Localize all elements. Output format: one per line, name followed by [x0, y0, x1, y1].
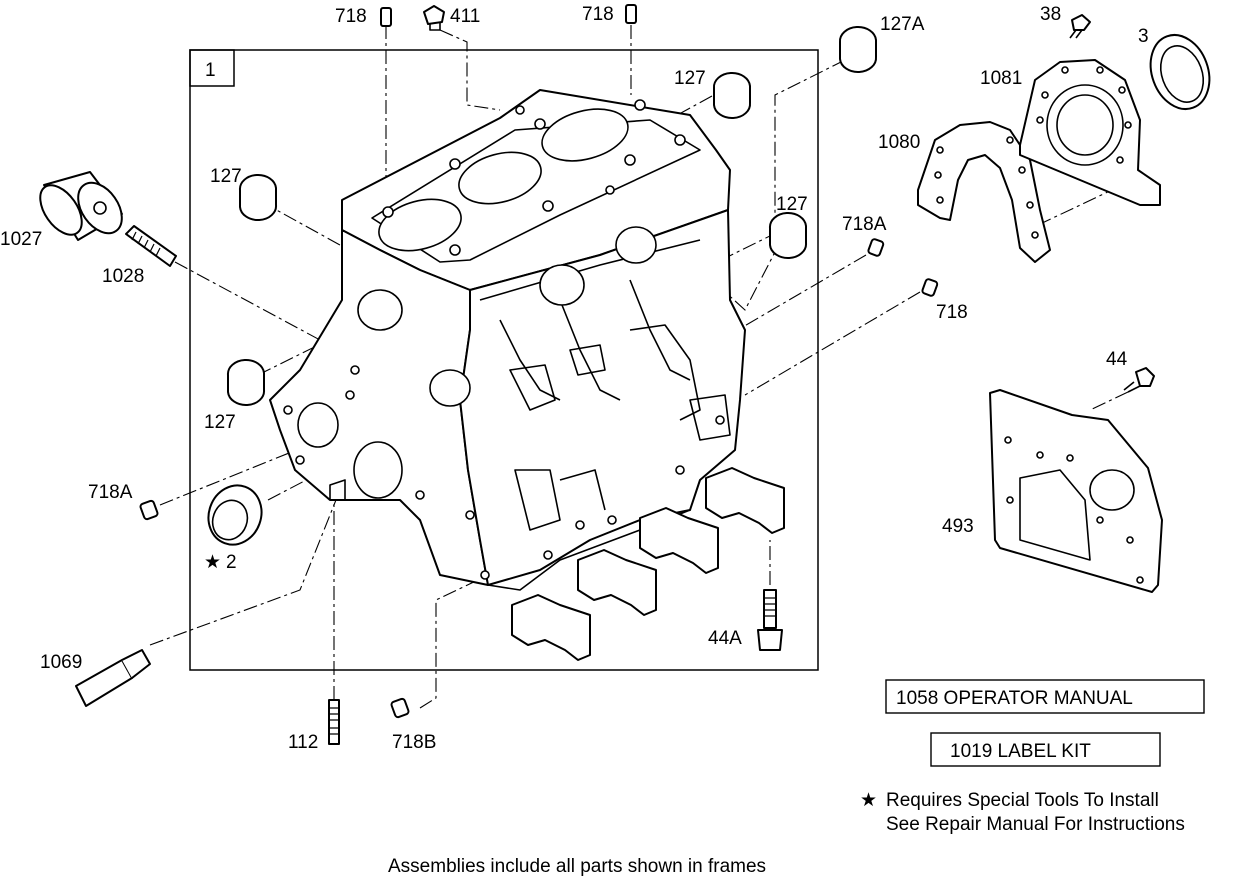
callout-127a: 127A [880, 14, 925, 35]
callout-3: 3 [1138, 26, 1149, 47]
callout-718-top-center: 718 [582, 4, 614, 25]
notes: ★ Requires Special Tools To Install See … [388, 790, 1185, 877]
callout-1027: 1027 [0, 229, 42, 250]
main-bearing-caps [511, 467, 785, 661]
callout-2: 2 [226, 552, 237, 573]
operator-manual-box: 1058 OPERATOR MANUAL [885, 679, 1205, 714]
callout-718a-left: 718A [88, 482, 133, 503]
callout-718-top-left: 718 [335, 6, 367, 27]
bushing-2 [207, 484, 263, 546]
cylinder-block [269, 89, 746, 591]
note-special-tools-line2: See Repair Manual For Instructions [886, 814, 1185, 835]
bearing-case-1081 [1019, 59, 1161, 206]
callout-44a: 44A [708, 628, 742, 649]
callout-44: 44 [1106, 349, 1128, 370]
oil-filter-1027 [39, 171, 123, 241]
stud-1028 [125, 225, 177, 267]
star-icon: ★ [204, 552, 221, 573]
oil-seal-case-1080 [917, 121, 1051, 263]
dowel-pins [139, 4, 939, 719]
callout-1081: 1081 [980, 68, 1022, 89]
note-assemblies: Assemblies include all parts shown in fr… [388, 856, 766, 877]
note-special-tools-line1: Requires Special Tools To Install [886, 790, 1159, 811]
oil-seal-3 [1149, 34, 1211, 110]
callout-112: 112 [288, 732, 318, 753]
screw-38 [1069, 14, 1091, 39]
plug-411 [423, 5, 445, 31]
assembly-frame: 1 [189, 49, 819, 671]
frame-label: 1 [205, 60, 216, 81]
label-kit-label: 1019 LABEL KIT [950, 741, 1091, 762]
callout-718a-right: 718A [842, 214, 887, 235]
callout-38: 38 [1040, 4, 1061, 25]
plugs-127 [226, 25, 878, 407]
callout-493: 493 [942, 516, 974, 537]
end-plate-493 [989, 389, 1163, 593]
note-star-icon: ★ [860, 790, 877, 811]
callout-127-top: 127 [674, 68, 706, 89]
callout-127-lower-left: 127 [204, 412, 236, 433]
bolt-44a [757, 589, 783, 651]
callout-127-left: 127 [210, 166, 242, 187]
stud-112 [328, 699, 340, 745]
callout-718b: 718B [392, 732, 436, 753]
operator-manual-label: 1058 OPERATOR MANUAL [896, 688, 1133, 709]
callout-127-right: 127 [776, 194, 808, 215]
callout-1069: 1069 [40, 652, 82, 673]
label-kit-box: 1019 LABEL KIT [930, 732, 1161, 767]
callout-1080: 1080 [878, 132, 920, 153]
valve-1069 [75, 649, 151, 707]
callout-411: 411 [450, 6, 480, 27]
callout-1028: 1028 [102, 266, 144, 287]
callouts: 718 411 718 127A 38 3 1081 1080 127 127 … [0, 4, 1149, 753]
bolt-44 [1123, 367, 1155, 393]
callout-718-right: 718 [936, 302, 968, 323]
